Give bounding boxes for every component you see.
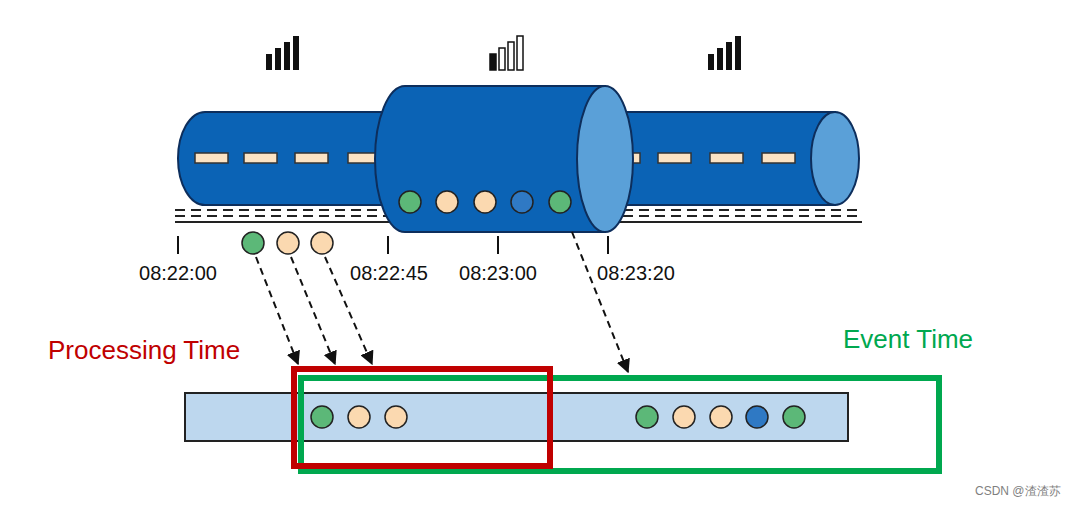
right-pipe [595,112,859,205]
left-pipe [178,112,400,205]
time-window-box: Processing Time [291,366,553,469]
watermark: CSDN @渣渣苏 [975,483,1061,500]
signal-icon-weak [490,36,523,70]
time-label: 08:22:00 [139,262,217,285]
signal-icon [708,36,741,70]
time-label: 08:23:00 [459,262,537,285]
window-heading: Event Time [843,325,973,355]
time-label: 08:23:20 [597,262,675,285]
time-window-box: Event Time [298,375,942,474]
middle-cylinder [375,86,633,232]
dashed-arrow [256,232,628,372]
window-heading: Processing Time [48,336,240,366]
output-bar [185,393,848,441]
event-dot [242,232,333,254]
time-label: 08:22:45 [350,262,428,285]
signal-icon [266,36,299,70]
